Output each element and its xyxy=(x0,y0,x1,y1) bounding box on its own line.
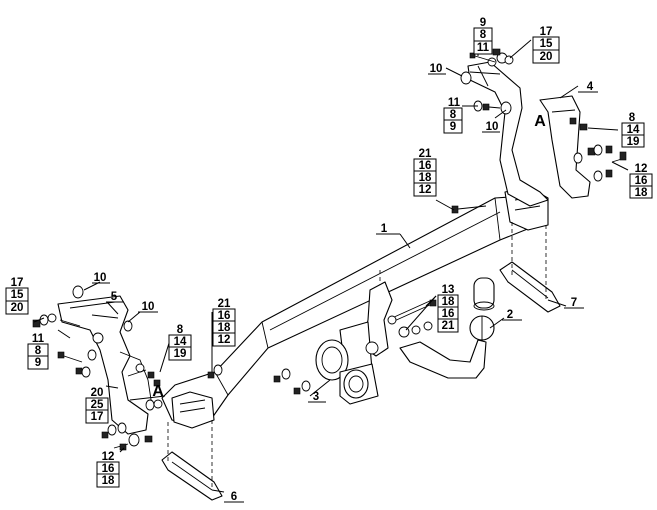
callout-16: 16 xyxy=(102,463,115,475)
callout-20: 20 xyxy=(91,387,104,399)
callout-10-mid: 10 xyxy=(486,121,499,133)
callout-16: 16 xyxy=(218,310,231,322)
callout-8: 8 xyxy=(480,29,487,41)
callout-8: 8 xyxy=(450,109,457,121)
callout-9: 9 xyxy=(35,357,41,369)
callout-stack-left-8: 8 14 19 xyxy=(168,324,192,361)
callout-20: 20 xyxy=(540,51,553,63)
callout-21: 21 xyxy=(419,148,432,160)
callout-21: 21 xyxy=(218,298,231,310)
callout-25: 25 xyxy=(91,399,104,411)
callout-18: 18 xyxy=(442,296,455,308)
callout-9: 9 xyxy=(450,121,456,133)
callout-stack-mid-top: 11 8 9 xyxy=(443,97,463,134)
right-hardware xyxy=(460,48,627,182)
projection-lines xyxy=(167,222,547,488)
callout-11: 11 xyxy=(448,97,461,109)
stack-underlines xyxy=(6,36,652,463)
callout-stack-center-13: 13 18 16 21 xyxy=(437,284,459,333)
callout-1: 1 xyxy=(381,223,388,235)
center-bolts xyxy=(207,205,487,379)
callout-5: 5 xyxy=(111,291,118,303)
side-bracket-part-5 xyxy=(57,285,166,435)
callout-16: 16 xyxy=(419,160,432,172)
callout-20: 20 xyxy=(11,302,24,314)
callout-stack-left-17: 17 15 20 xyxy=(5,277,29,315)
callout-10-left-top: 10 xyxy=(94,272,107,284)
callout-14: 14 xyxy=(627,124,640,136)
callout-21: 21 xyxy=(442,320,455,332)
detail-marker-a-left: A xyxy=(152,383,164,400)
callout-6: 6 xyxy=(231,491,237,503)
callout-12: 12 xyxy=(102,451,115,463)
callout-12: 12 xyxy=(218,334,231,346)
tow-ball-part-2 xyxy=(399,277,495,379)
callout-12: 12 xyxy=(419,184,432,196)
callout-13: 13 xyxy=(442,284,455,296)
callout-19: 19 xyxy=(627,136,640,148)
callout-18: 18 xyxy=(635,187,648,199)
callout-18: 18 xyxy=(419,172,432,184)
detail-marker-a-right: A xyxy=(534,113,546,130)
callout-15: 15 xyxy=(540,38,553,50)
callout-8: 8 xyxy=(629,112,636,124)
callout-stack-bottom-12: 12 16 18 xyxy=(96,451,120,488)
callout-3: 3 xyxy=(313,391,319,403)
callout-stack-right-12: 12 16 18 xyxy=(629,163,653,199)
callout-4: 4 xyxy=(587,81,594,93)
callout-17: 17 xyxy=(91,411,104,423)
callout-16: 16 xyxy=(635,175,648,187)
callout-10-left-mid: 10 xyxy=(142,301,155,313)
callout-stack-top-center: 9 8 11 xyxy=(473,17,493,55)
callout-17: 17 xyxy=(540,26,553,38)
callout-8: 8 xyxy=(35,345,42,357)
callout-9: 9 xyxy=(480,17,486,29)
callout-17: 17 xyxy=(11,277,24,289)
callout-18: 18 xyxy=(102,475,115,487)
callout-stack-left-20: 20 25 17 xyxy=(85,387,109,424)
callout-2: 2 xyxy=(507,309,513,321)
callout-stack-top-right: 17 15 20 xyxy=(532,26,560,64)
reinforcement-part-7 xyxy=(499,261,561,313)
callout-18: 18 xyxy=(218,322,231,334)
callout-15: 15 xyxy=(11,289,24,301)
callout-stack-left-11: 11 8 9 xyxy=(27,333,49,370)
callout-stack-left-21: 21 16 18 12 xyxy=(212,298,236,347)
callout-16: 16 xyxy=(442,308,455,320)
callout-stack-right-8: 8 14 19 xyxy=(621,112,645,148)
callout-12: 12 xyxy=(635,163,648,175)
callout-11: 11 xyxy=(32,333,45,345)
callout-10-top: 10 xyxy=(430,63,443,75)
callout-8: 8 xyxy=(177,324,184,336)
callout-19: 19 xyxy=(174,348,187,360)
electrical-socket-part-3 xyxy=(273,339,379,405)
reinforcement-part-6 xyxy=(161,451,223,501)
callout-14: 14 xyxy=(174,336,187,348)
callout-stack-center-21: 21 16 18 12 xyxy=(413,148,437,197)
callout-7: 7 xyxy=(571,297,577,309)
side-bracket-part-4 xyxy=(467,61,591,207)
callout-11: 11 xyxy=(477,42,490,54)
